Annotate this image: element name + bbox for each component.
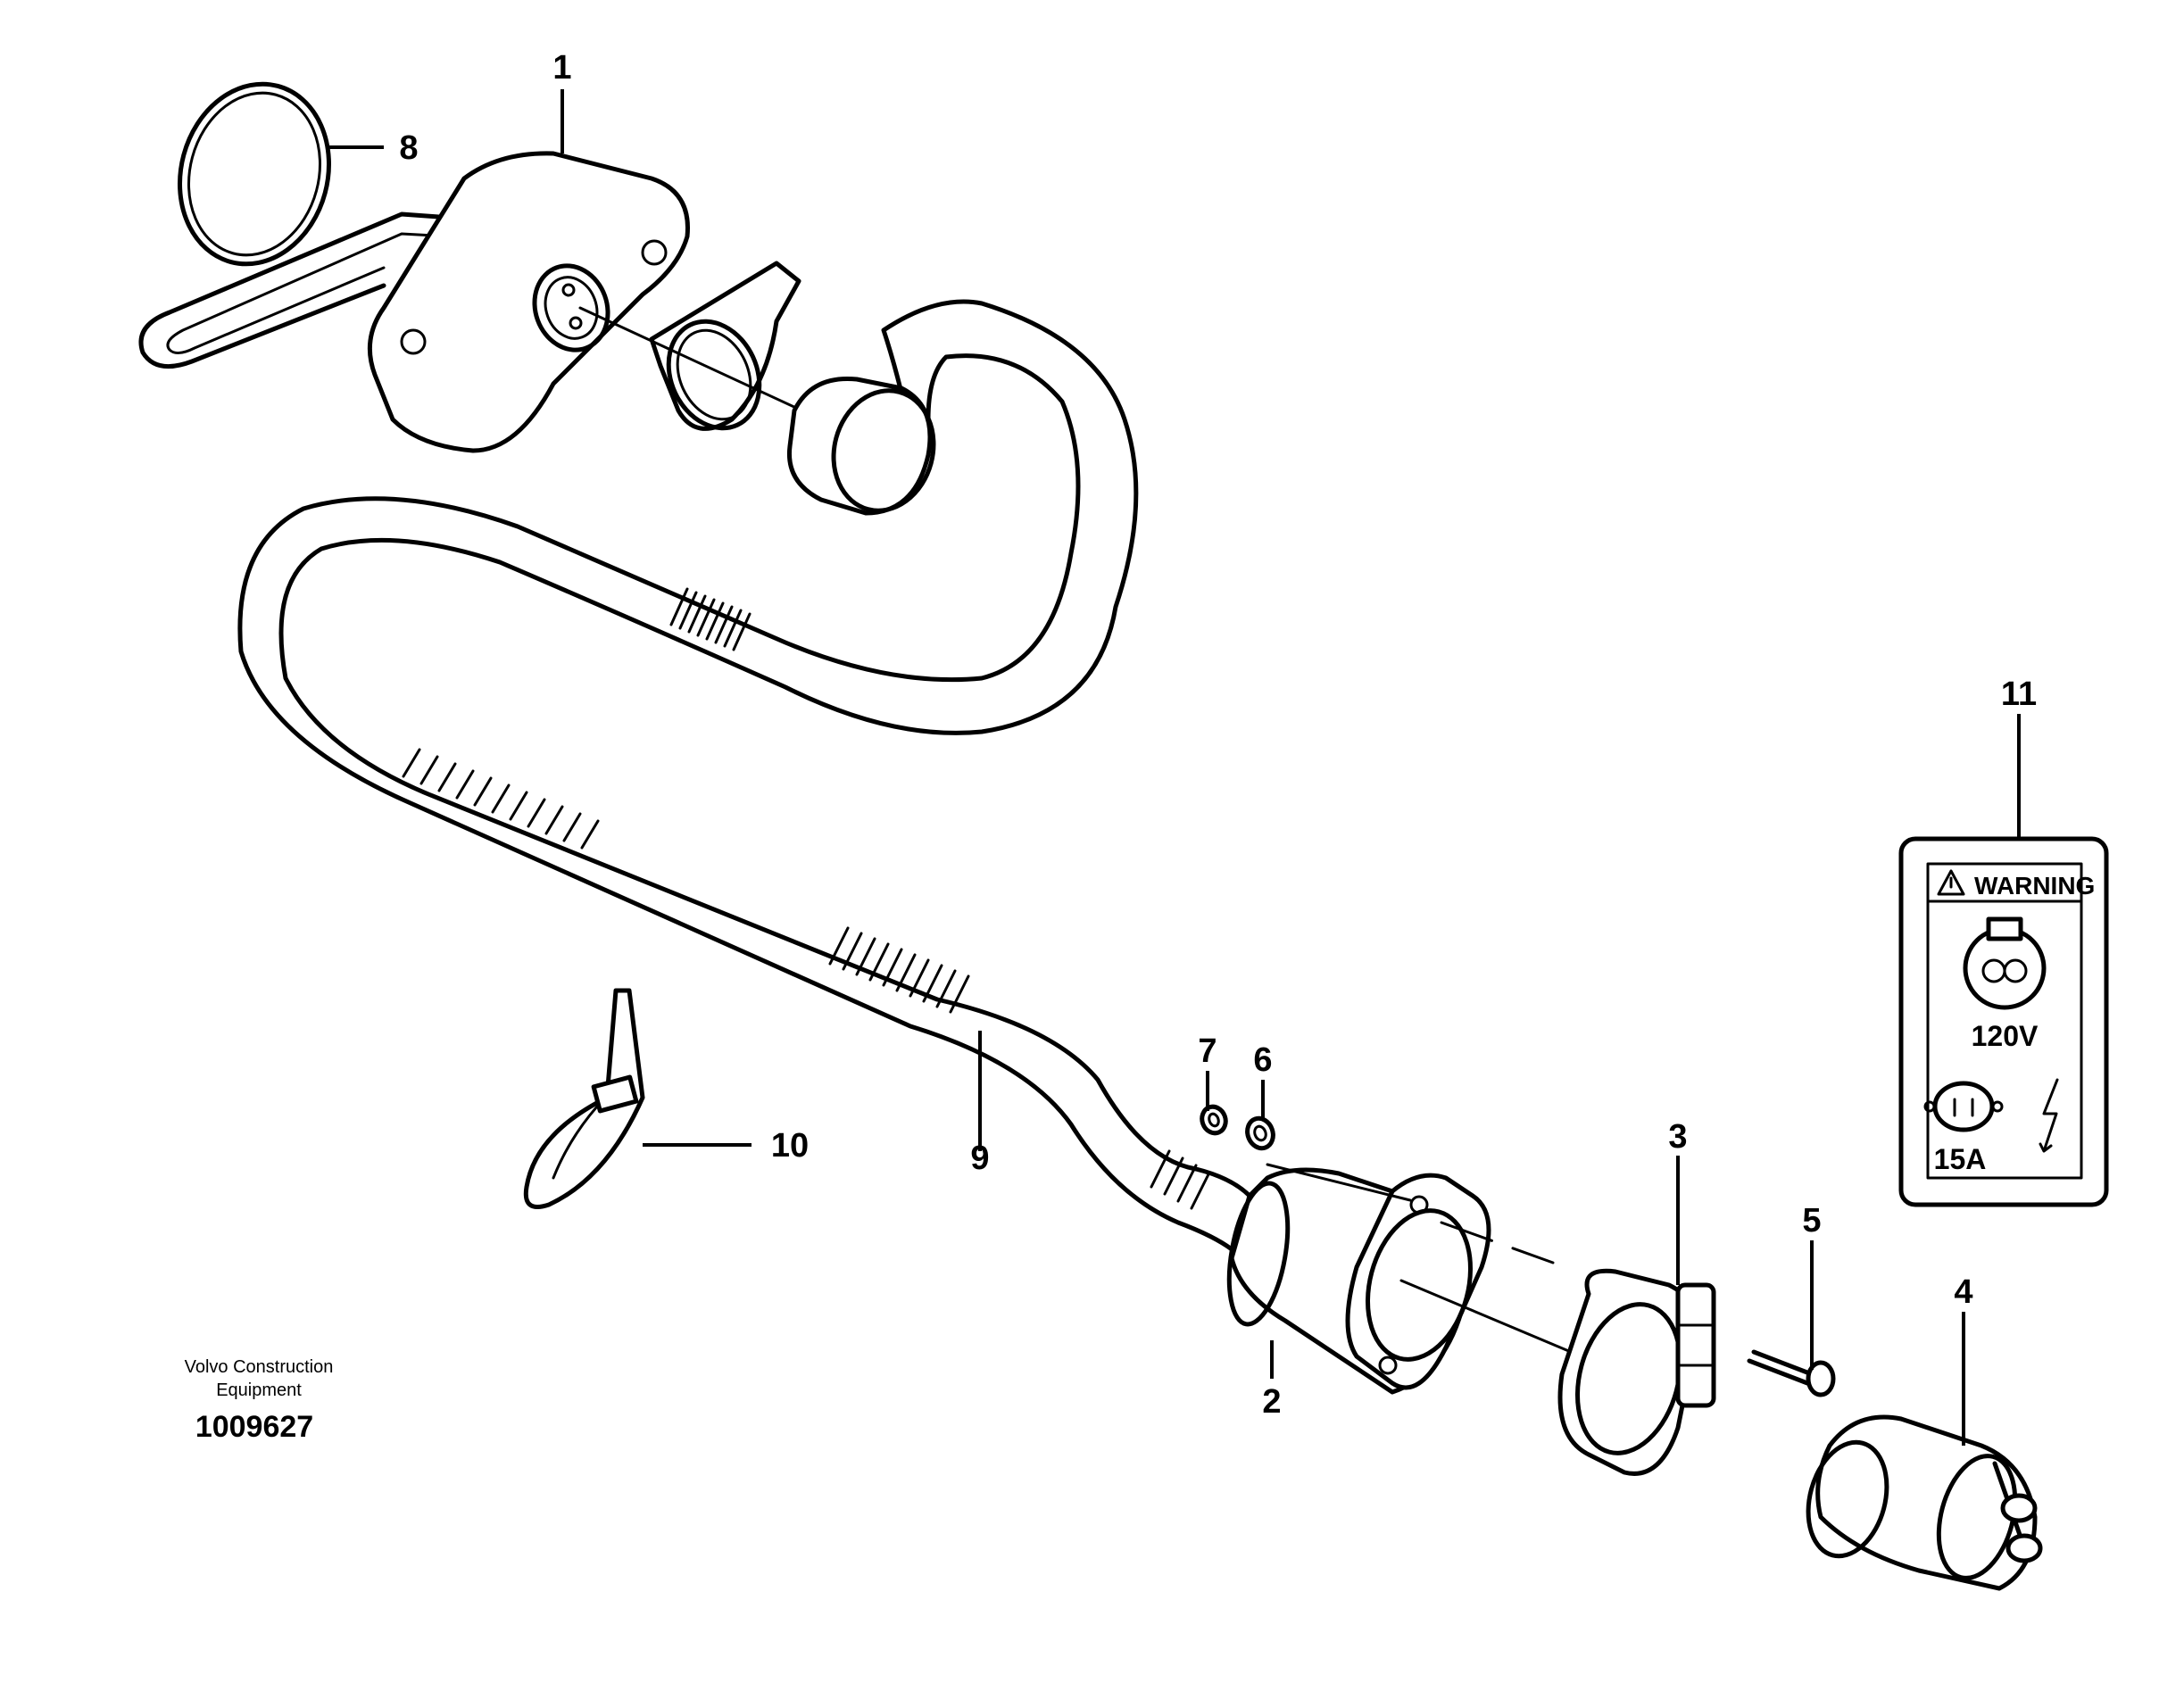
o-ring-part — [178, 81, 331, 267]
plug-outlet-icon — [1963, 916, 2047, 1010]
callout-8: 8 — [399, 129, 418, 167]
washer-part-6 — [1245, 1115, 1275, 1151]
plug-cap-part — [1806, 1414, 2043, 1591]
callout-9: 9 — [970, 1140, 989, 1177]
credit-line-2: Equipment — [216, 1380, 302, 1400]
lightning-bolt-icon — [2039, 1078, 2059, 1153]
callout-2: 2 — [1262, 1383, 1281, 1421]
credit-line-1: Volvo Construction — [185, 1357, 334, 1377]
leader-lines — [328, 89, 2021, 1446]
cable-assembly-part — [237, 299, 1252, 1252]
credit-block: Volvo Construction Equipment 1009627 — [185, 1357, 334, 1444]
callout-3: 3 — [1668, 1118, 1687, 1156]
retainer-clip — [649, 261, 801, 431]
amperage-rating: 15A — [1934, 1143, 1987, 1175]
callout-labels: 1 2 3 4 5 6 7 8 9 10 11 — [399, 49, 2037, 1421]
cable-tie-part — [523, 988, 645, 1209]
callout-11: 11 — [2001, 676, 2037, 713]
warning-header: WARNING — [1974, 872, 2095, 900]
callout-1: 1 — [552, 49, 571, 87]
socket-housing-part — [1226, 1167, 1491, 1395]
nut-part-7 — [1200, 1104, 1228, 1136]
callout-6: 6 — [1253, 1041, 1272, 1079]
screw-part — [1747, 1349, 1836, 1397]
document-number: 1009627 — [195, 1410, 313, 1444]
socket-outlet-icon — [1923, 1081, 2004, 1132]
callout-4: 4 — [1954, 1273, 1972, 1311]
heater-element-part — [138, 151, 690, 453]
socket-cover-part — [1557, 1268, 1716, 1476]
callout-7: 7 — [1198, 1032, 1217, 1070]
callout-10: 10 — [771, 1127, 809, 1165]
voltage-rating: 120V — [1972, 1020, 2039, 1052]
warning-label-part: WARNING 120V 15A — [1898, 836, 2109, 1207]
warning-triangle-icon — [1937, 869, 1965, 896]
callout-5: 5 — [1802, 1202, 1821, 1239]
